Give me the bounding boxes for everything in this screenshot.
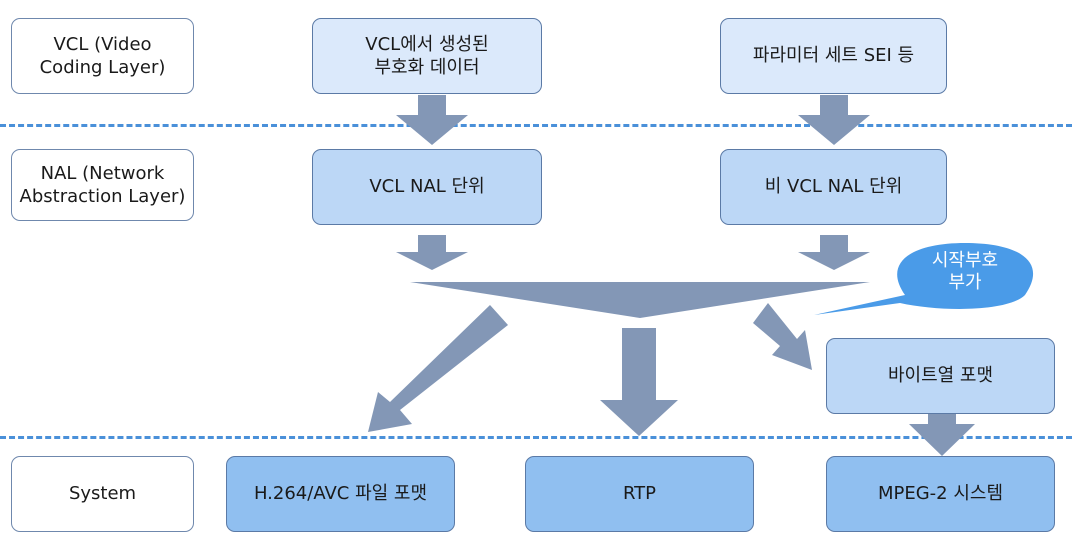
- layer-label-system: System: [11, 456, 194, 532]
- arrow-down-vcl-left: [396, 95, 468, 145]
- callout-bubble: [814, 243, 1034, 315]
- layer-label-vcl: VCL (Video Coding Layer): [11, 18, 194, 94]
- arrow-down-vcl-right: [798, 95, 870, 145]
- separator-vcl-nal: [0, 124, 1072, 127]
- arrow-down-nal-left: [396, 235, 468, 270]
- parameter-set-sei-box: 파라미터 세트 SEI 등: [720, 18, 947, 94]
- start-code-callout-text: 시작부호 부가: [931, 249, 999, 294]
- h264-file-format-box: H.264/AVC 파일 포맷: [226, 456, 455, 532]
- bytestream-format-box: 바이트열 포맷: [826, 338, 1055, 414]
- rtp-box: RTP: [525, 456, 754, 532]
- arrow-down-bytestream: [909, 412, 975, 456]
- arrow-to-file-format: [368, 305, 508, 432]
- separator-nal-system: [0, 436, 1072, 439]
- non-vcl-nal-unit-box: 비 VCL NAL 단위: [720, 149, 947, 225]
- vcl-encoded-data-box: VCL에서 생성된 부호화 데이터: [312, 18, 542, 94]
- layer-label-nal: NAL (Network Abstraction Layer): [11, 149, 194, 221]
- vcl-nal-unit-box: VCL NAL 단위: [312, 149, 542, 225]
- arrow-to-rtp: [600, 328, 678, 436]
- arrow-down-nal-right: [798, 235, 870, 270]
- mpeg2-system-box: MPEG-2 시스템: [826, 456, 1055, 532]
- arrow-to-bytestream: [753, 303, 812, 370]
- merge-wedge: [410, 282, 870, 318]
